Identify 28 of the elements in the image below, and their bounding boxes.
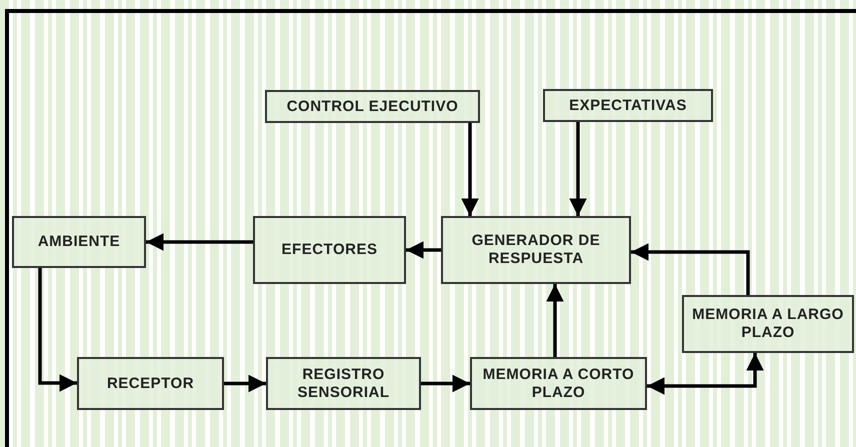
box-label: MEMORIA A CORTO PLAZO xyxy=(482,366,636,402)
arrow xyxy=(38,268,77,392)
arrow xyxy=(146,233,253,251)
process-box xyxy=(470,357,647,410)
arrow xyxy=(569,122,587,216)
arrow xyxy=(631,243,750,295)
box-label: REGISTRO SENSORIAL xyxy=(296,366,390,402)
box-label: EFECTORES xyxy=(282,241,378,259)
box-label: RECEPTOR xyxy=(106,374,194,392)
arrow xyxy=(461,123,479,216)
box-label: AMBIENTE xyxy=(38,233,120,251)
box-label: CONTROL EJECUTIVO xyxy=(286,98,458,116)
arrow xyxy=(546,284,564,357)
arrow xyxy=(421,374,470,392)
arrow xyxy=(647,353,764,395)
arrow xyxy=(224,374,266,392)
process-box xyxy=(253,216,406,284)
process-box xyxy=(441,216,631,284)
process-box xyxy=(266,357,421,410)
box-label: GENERADOR DE RESPUESTA xyxy=(470,232,602,268)
process-box xyxy=(682,295,854,353)
arrow xyxy=(406,241,441,259)
process-box xyxy=(543,89,713,122)
process-box xyxy=(12,216,146,268)
box-label: EXPECTATIVAS xyxy=(569,96,687,114)
box-label: MEMORIA A LARGO PLAZO xyxy=(691,306,845,342)
process-box xyxy=(265,90,480,123)
process-box xyxy=(77,357,224,410)
